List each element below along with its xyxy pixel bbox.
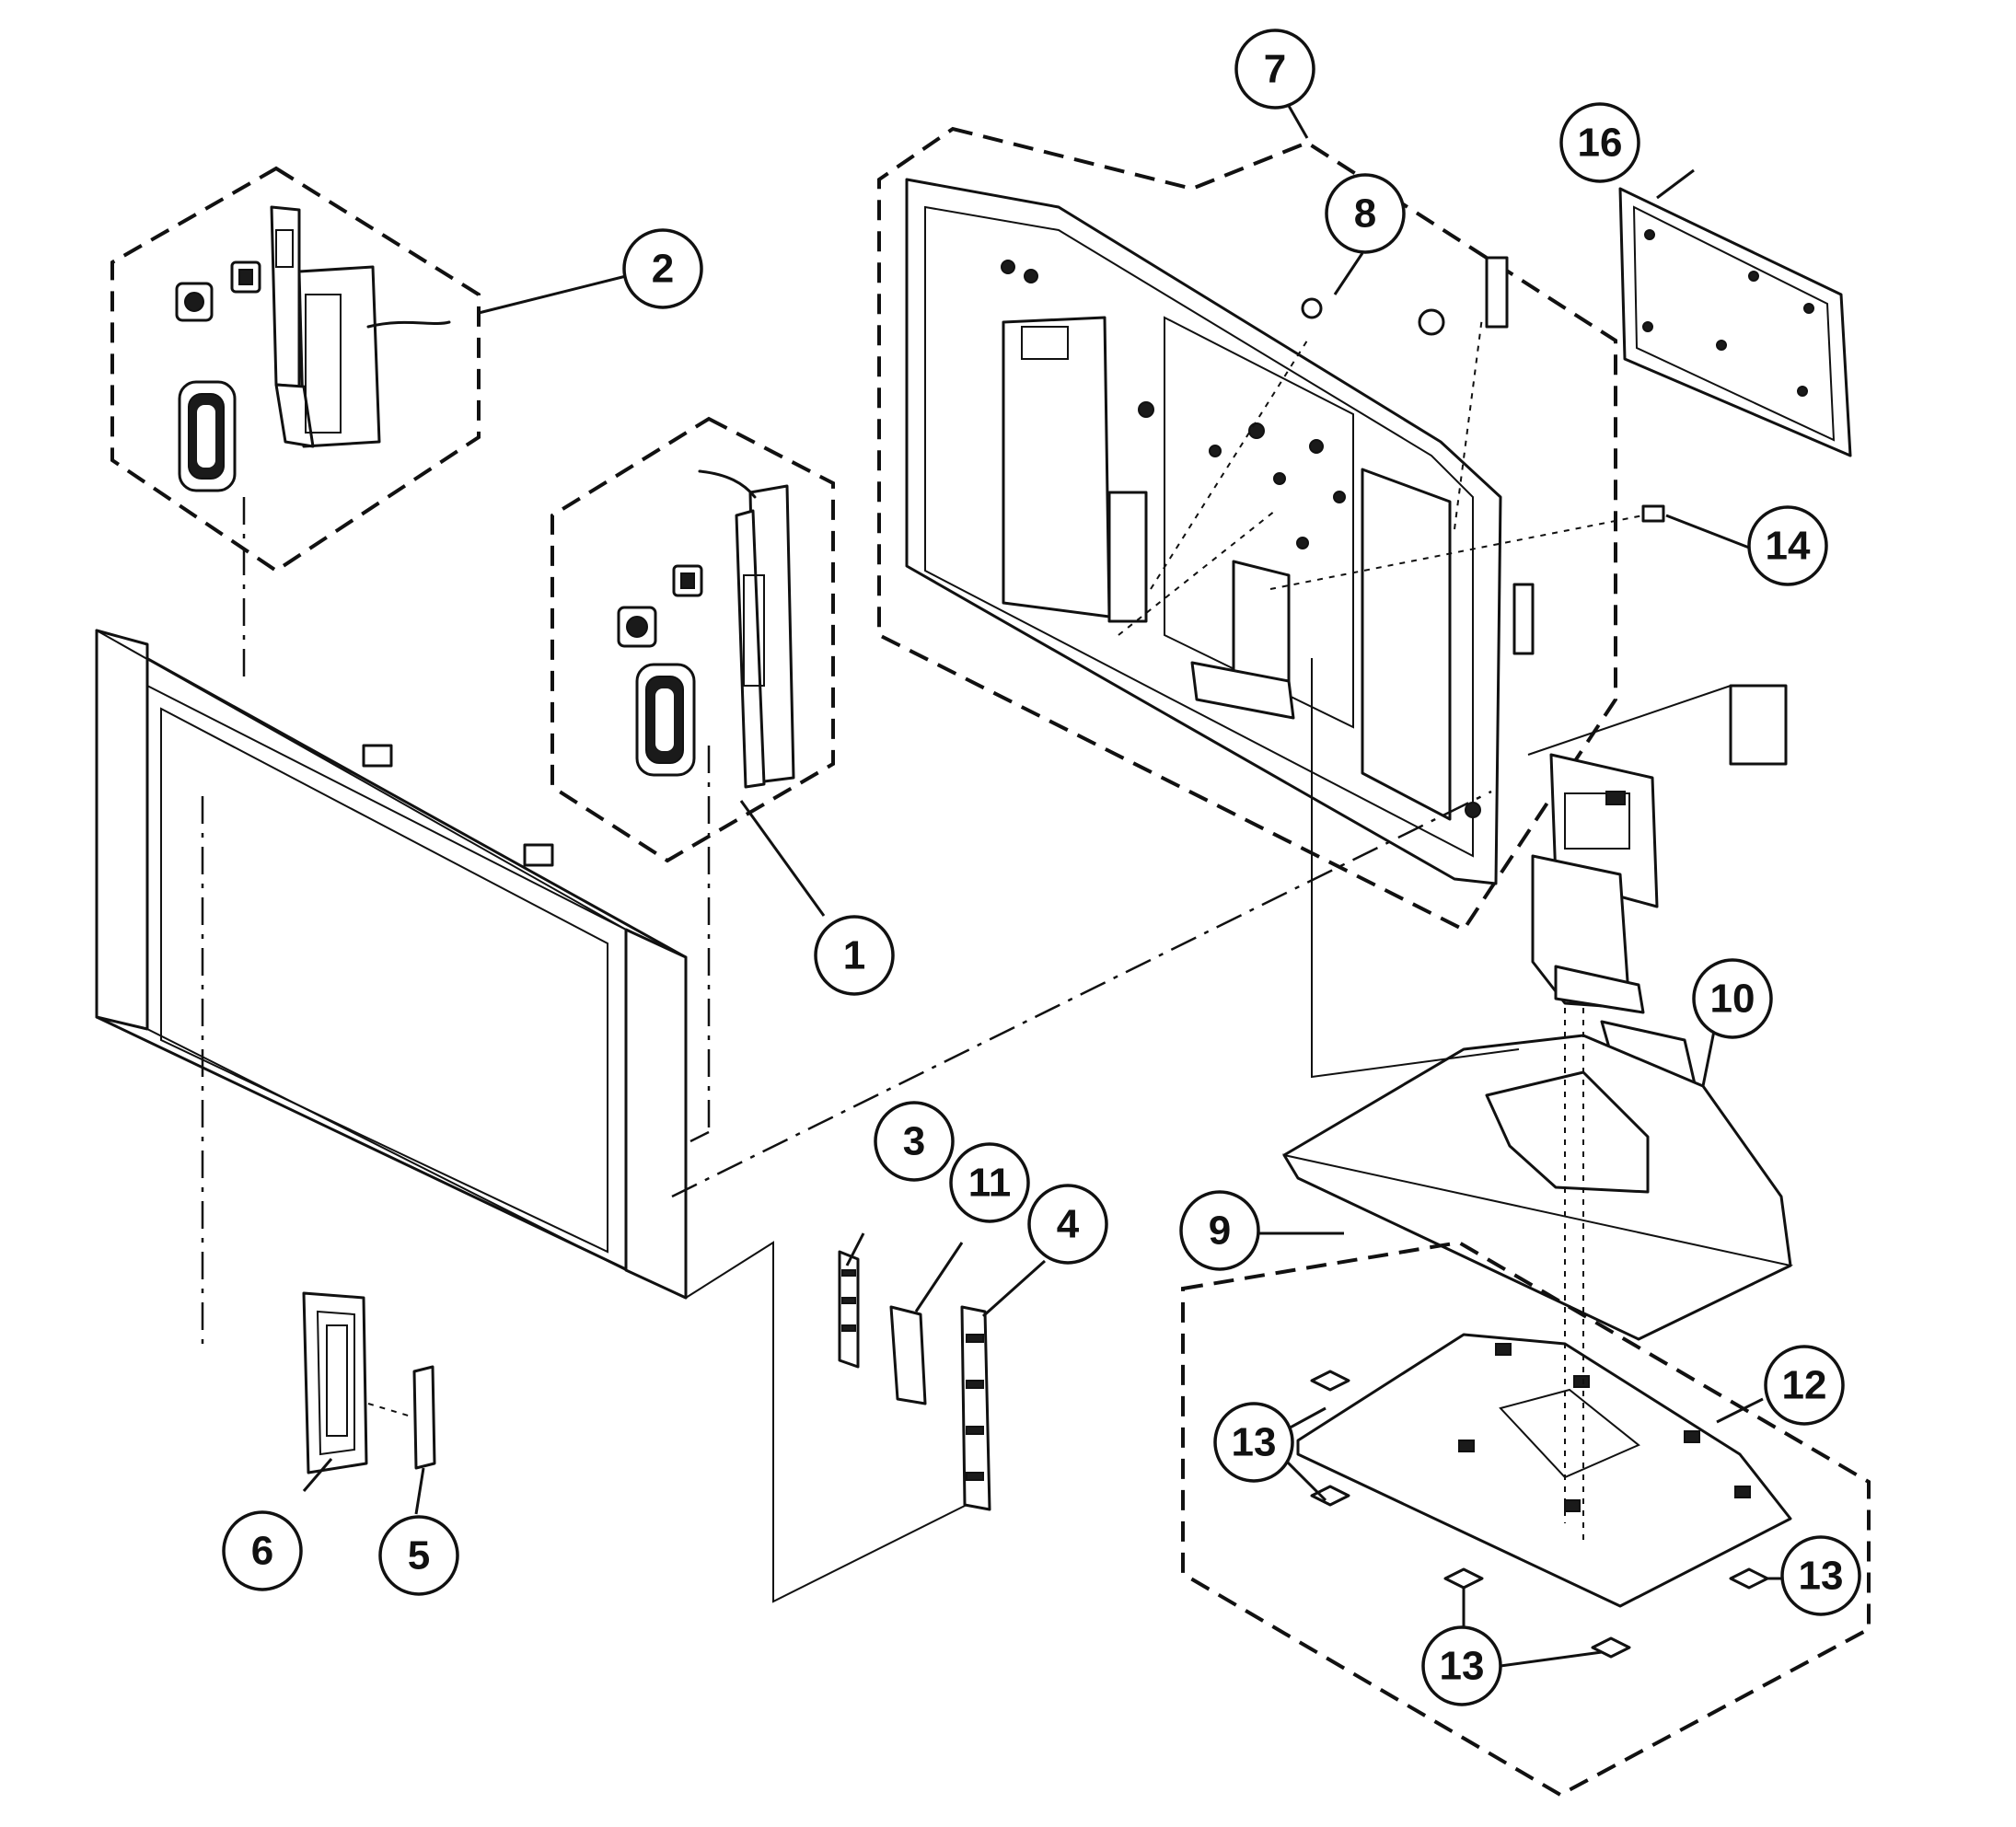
speaker-assembly-left-group: [110, 166, 481, 573]
callout-3: 3: [874, 1101, 955, 1182]
svg-text:7: 7: [1264, 47, 1286, 92]
svg-text:13: 13: [1440, 1644, 1485, 1689]
stand-base: [1281, 1034, 1794, 1341]
callout-12: 12: [1764, 1345, 1845, 1426]
callout-6: 6: [222, 1510, 303, 1591]
callout-4: 4: [1027, 1184, 1108, 1265]
svg-text:3: 3: [903, 1119, 925, 1164]
callout-13-bottom: 13: [1421, 1625, 1502, 1706]
callout-13-right: 13: [1780, 1535, 1861, 1616]
callout-14: 14: [1747, 505, 1828, 586]
svg-text:16: 16: [1578, 121, 1623, 166]
rear-cabinet-group: [877, 126, 1617, 932]
svg-text:12: 12: [1782, 1363, 1827, 1408]
stand-bracket: [1531, 753, 1659, 1014]
callout-leaders: [302, 105, 1781, 1668]
svg-text:13: 13: [1232, 1420, 1277, 1465]
svg-text:14: 14: [1766, 524, 1811, 569]
svg-text:11: 11: [968, 1161, 1012, 1206]
callout-8: 8: [1325, 173, 1406, 254]
svg-text:6: 6: [251, 1529, 273, 1574]
label-card: [1729, 684, 1788, 766]
callout-1: 1: [814, 915, 895, 996]
clip-part: [1641, 504, 1665, 523]
svg-text:10: 10: [1710, 977, 1755, 1022]
svg-text:9: 9: [1209, 1208, 1231, 1254]
control-boards: [838, 1250, 991, 1511]
callout-2: 2: [622, 228, 703, 309]
svg-text:13: 13: [1799, 1554, 1844, 1599]
callout-13-left: 13: [1213, 1402, 1294, 1483]
terminal-bracket: [302, 1291, 436, 1474]
callout-11: 11: [949, 1142, 1030, 1223]
svg-text:8: 8: [1354, 191, 1376, 237]
back-cover-plate: [1618, 187, 1852, 457]
callout-16: 16: [1559, 102, 1640, 183]
callout-10: 10: [1692, 958, 1773, 1039]
svg-text:2: 2: [652, 247, 674, 292]
callout-9: 9: [1179, 1190, 1260, 1271]
svg-text:5: 5: [408, 1533, 430, 1578]
front-bezel-screen: [95, 629, 688, 1300]
svg-text:4: 4: [1057, 1202, 1080, 1247]
speaker-assembly-right-group: [550, 416, 835, 863]
svg-text:1: 1: [843, 933, 865, 978]
callout-7: 7: [1234, 29, 1315, 110]
callout-5: 5: [378, 1515, 459, 1596]
stand-bottom-plate-group: [1181, 1240, 1871, 1798]
assembly-guide-lines: [201, 317, 1732, 1603]
